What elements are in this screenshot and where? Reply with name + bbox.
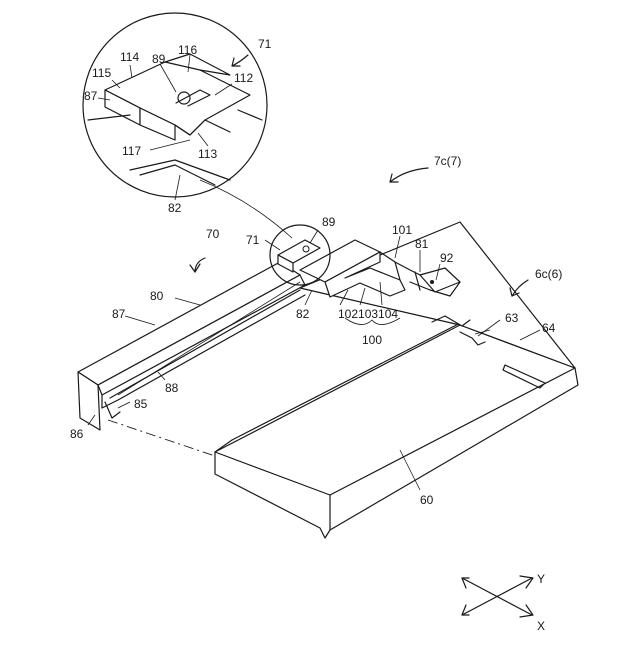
label-88: 88 (165, 381, 179, 395)
label-86: 86 (70, 427, 84, 441)
label-85: 85 (134, 397, 148, 411)
label-102-103-104: 102103104 (338, 307, 398, 321)
label-70: 70 (206, 227, 220, 241)
label-116: 116 (178, 43, 197, 57)
label-114: 114 (120, 50, 139, 64)
label-92: 92 (440, 251, 454, 265)
label-80: 80 (150, 289, 164, 303)
tray-60 (215, 318, 578, 538)
label-89-detail: 89 (152, 52, 166, 66)
label-82-detail: 82 (168, 201, 182, 215)
label-81: 81 (415, 237, 429, 251)
label-7c: 7c(7) (434, 154, 461, 168)
label-82: 82 (296, 307, 310, 321)
label-117: 117 (122, 144, 141, 158)
label-71: 71 (246, 233, 260, 247)
label-113: 113 (198, 147, 217, 161)
label-63: 63 (505, 311, 519, 325)
label-101: 101 (392, 223, 412, 237)
axis-y-label: Y (537, 572, 545, 586)
alignment-line (108, 420, 215, 456)
detail-circle (83, 13, 267, 197)
label-60: 60 (420, 493, 434, 507)
label-71-detail: 71 (258, 37, 272, 51)
label-89: 89 (322, 215, 336, 229)
label-6c: 6c(6) (535, 267, 562, 281)
label-87: 87 (112, 307, 126, 321)
label-112: 112 (234, 71, 253, 85)
label-87-detail: 87 (84, 89, 98, 103)
axis-symbol (462, 576, 533, 617)
axis-x-label: X (537, 619, 545, 633)
rail-80 (78, 262, 305, 430)
label-64: 64 (542, 321, 556, 335)
label-115: 115 (92, 66, 111, 80)
label-100: 100 (362, 333, 382, 347)
